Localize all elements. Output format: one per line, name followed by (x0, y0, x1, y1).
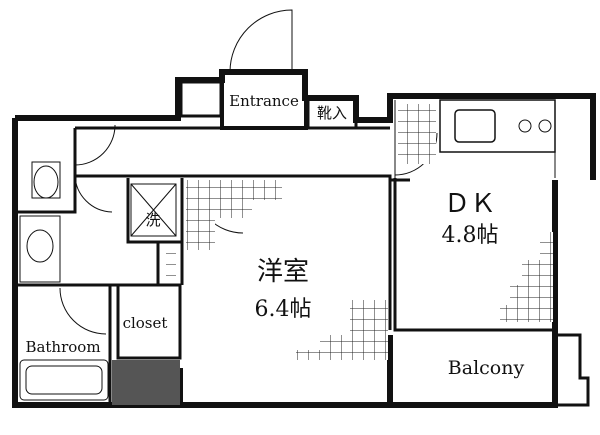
pipe-shaft (112, 360, 180, 405)
western-room-size-label: 6.4帖 (255, 297, 312, 322)
western-room-name-label: 洋室 (257, 257, 309, 287)
bathtub (19, 359, 109, 401)
entrance-label: Entrance (229, 92, 299, 110)
washer-space (130, 183, 177, 237)
interior-walls (15, 100, 555, 405)
toilet (31, 161, 61, 199)
bathroom-label: Bathroom (25, 338, 100, 356)
kitchen-counter (439, 99, 556, 178)
dk-size-label: 4.8帖 (442, 223, 499, 248)
wash-basin (19, 215, 61, 283)
shoe-storage-label: 靴入 (317, 104, 347, 122)
closet-label: closet (123, 314, 168, 332)
floor-tiles (166, 104, 553, 360)
balcony-label: Balcony (448, 357, 525, 379)
washer-label: 洗 (145, 211, 160, 229)
dk-name-label: ＤＫ (444, 189, 496, 219)
entrance-area (179, 9, 358, 130)
